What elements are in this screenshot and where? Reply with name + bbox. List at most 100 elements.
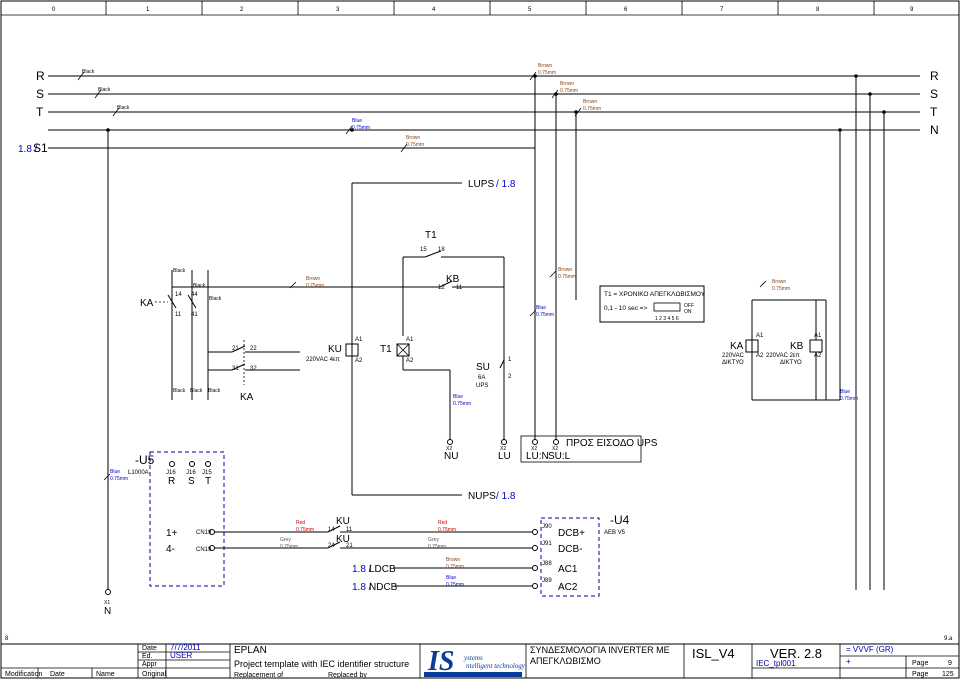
ka-pin: 11 xyxy=(175,312,182,318)
column-number: 9 xyxy=(910,7,914,13)
t1-pin-15: 15 xyxy=(420,247,427,253)
ku-pin: 14 xyxy=(328,527,335,533)
ka-contact-label: KA xyxy=(140,298,154,309)
wire-label: 0.75mm xyxy=(406,142,424,148)
wire-label: 0.75mm xyxy=(453,401,471,407)
dip-positions: 1 2 3 4 5 6 xyxy=(655,316,679,322)
nups-label: NUPS xyxy=(468,491,496,502)
tb-replaced-label: Replaced by xyxy=(328,672,367,679)
ndcb-label: NDCB xyxy=(369,582,398,593)
u5-phase: T xyxy=(205,476,211,487)
tb-date: 7/7/2011 xyxy=(170,643,201,652)
wire-label: Brown xyxy=(583,99,597,105)
wire-label: Red xyxy=(296,520,305,526)
ndcb-ref: 1.8 / xyxy=(352,582,372,593)
bus-label-s-right: S xyxy=(930,87,938,101)
ka-pin: 31 xyxy=(232,366,239,372)
tb-modification-label: Modification xyxy=(5,671,42,678)
column-number: 4 xyxy=(432,7,436,13)
ku-pin: 11 xyxy=(346,527,353,533)
ka-pin: 22 xyxy=(250,346,257,352)
ka-coil xyxy=(745,339,759,353)
u4-pin: J89 xyxy=(542,578,552,584)
terminal-n: N xyxy=(104,606,111,617)
terminal-lu: LU xyxy=(498,451,511,462)
coil-pin: A1 xyxy=(355,337,363,343)
wire-label: Blue xyxy=(446,575,456,581)
ka-contact-label-2: KA xyxy=(240,392,254,403)
row-letter: 8 xyxy=(5,636,9,642)
tb-software: EPLAN xyxy=(234,645,267,656)
kb-pin: 12 xyxy=(438,285,445,291)
u4-dcb-plus: DCB+ xyxy=(558,528,585,539)
u4-model: AEB V5 xyxy=(604,530,626,536)
dip-on-label: ON xyxy=(684,309,692,315)
wire-label: 0.75mm xyxy=(772,286,790,292)
bus-label-t-right: T xyxy=(930,105,938,119)
column-number: 6 xyxy=(624,7,628,13)
supply-busbars: R S T R S T N 1.8 / S1 Black Black Black… xyxy=(18,63,939,155)
terminal-su-l: SU:L xyxy=(548,451,571,462)
kb-contact-label: KB xyxy=(446,274,460,285)
su-type: UPS xyxy=(476,383,488,389)
tb-drawing-id: ISL_V4 xyxy=(692,646,735,661)
wire-label: 0.75mm xyxy=(558,274,576,280)
terminal-x2: X2 xyxy=(500,446,506,452)
u4-pin: J88 xyxy=(542,561,552,567)
ku-coil-rating: 220VAC 4επ xyxy=(306,357,340,363)
wire-label: 0.75mm xyxy=(560,88,578,94)
u4-pin: J91 xyxy=(542,541,552,547)
u5-model: L1000A xyxy=(128,470,149,476)
coil-pin: A1 xyxy=(756,333,764,339)
bus-label-t-left: T xyxy=(36,105,44,119)
su-pin: 2 xyxy=(508,374,512,380)
ka-pin: 14 xyxy=(175,292,182,298)
ups-terminals: X2 X2 X2 X2 NU LU LU:N SU:L ΠΡΟΣ ΕΙΣΟΔΟ … xyxy=(444,435,658,463)
wire-label: Brown xyxy=(560,81,574,87)
tb-page: 9 xyxy=(948,660,952,667)
lups-ref: / 1.8 xyxy=(496,179,516,190)
wire-label: Black xyxy=(173,388,186,394)
u5-cn19: CN19 xyxy=(196,530,212,536)
timer-info-title: T1 = ΧΡΟΝΙΚΟ ΑΠΕΓΚΛΩΒΙΣΜΟΥ xyxy=(604,291,706,298)
terminal-x2: X2 xyxy=(446,446,452,452)
wire-label: 0.75mm xyxy=(538,70,556,76)
tb-description-2: ΑΠΕΓΚΛΩΒΙΣΜΟ xyxy=(530,656,601,666)
tb-date-label: Date xyxy=(142,645,157,652)
ku-pin: 21 xyxy=(346,543,353,549)
wire-label: Black xyxy=(190,388,203,394)
wire-label: Black xyxy=(193,283,206,289)
tb-page-total: 125 xyxy=(942,671,954,678)
bus-label-s-left: S xyxy=(36,87,44,101)
dip-off-label: OFF xyxy=(684,303,694,309)
terminal-x2: X2 xyxy=(531,446,537,452)
terminal-lu-n: LU:N xyxy=(526,451,549,462)
u5-dc-plus: 1+ xyxy=(166,528,178,539)
lups-label: LUPS xyxy=(468,179,494,190)
ka-coil-rating: 220VAC xyxy=(722,353,745,359)
column-number: 2 xyxy=(240,7,244,13)
bus-label-r-left: R xyxy=(36,69,45,83)
u4-dcb-minus: DCB- xyxy=(558,544,582,555)
ka-coil-net: ΔΙΚΤΥΟ xyxy=(722,360,744,366)
wire-label: Black xyxy=(82,69,95,75)
t1-label: T1 xyxy=(425,230,437,241)
tb-appr-label: Appr xyxy=(142,661,157,668)
column-number: 0 xyxy=(52,7,56,13)
row-letter: 9.a xyxy=(944,636,953,642)
tb-replacement-label: Replacement of xyxy=(234,672,283,679)
svg-text:IS: IS xyxy=(427,646,454,677)
kb-coil-rating: 220VAC 2επ xyxy=(766,353,800,359)
tb-version: VER. 2.8 xyxy=(770,646,822,661)
tb-user: USER xyxy=(170,651,192,660)
column-number: 3 xyxy=(336,7,340,13)
wire-label: Brown xyxy=(306,276,320,282)
u5-pin: J15 xyxy=(202,470,212,476)
ldcb-label: LDCB xyxy=(369,564,396,575)
u5-cn19: CN19 xyxy=(196,547,212,553)
su-pin: 1 xyxy=(508,357,512,363)
coil-pin: A2 xyxy=(406,358,414,364)
wire-label: 0.75mm xyxy=(536,312,554,318)
u4-ac1: AC1 xyxy=(558,564,578,575)
wire-label: Black xyxy=(173,268,186,274)
